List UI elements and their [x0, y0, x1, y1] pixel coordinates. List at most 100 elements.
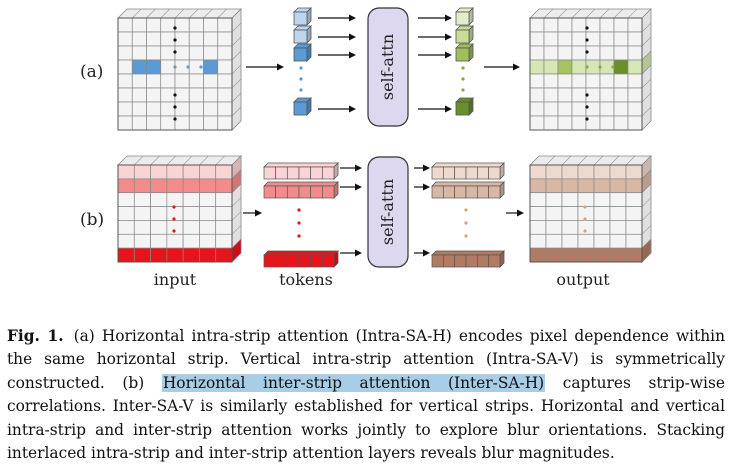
b-output-side-line: [641, 211, 652, 221]
b-token-in-strip-cell: [321, 166, 335, 180]
b-output-dot: [583, 229, 587, 233]
a-input-cell: [117, 101, 133, 117]
a-output-cell: [613, 59, 629, 75]
a-input-cell: [146, 31, 162, 47]
a-input-cell: [117, 17, 133, 33]
b-input-cell: [182, 164, 200, 180]
a-output-cell: [557, 59, 573, 75]
a-input-cell: [203, 59, 219, 75]
a-input-top-line: [203, 8, 213, 19]
b-input-cell: [199, 233, 217, 249]
a-output-cell: [543, 101, 559, 117]
a-output-cell: [543, 87, 559, 103]
a-input-side-line: [231, 64, 242, 75]
a-arrow-in-head: [277, 63, 284, 71]
b-output-top-line: [593, 155, 604, 166]
b-output-cell: [561, 164, 579, 180]
a-input-cell: [131, 115, 147, 131]
b-input-cell: [117, 247, 135, 263]
a-input-top-line: [160, 8, 170, 19]
b-token-out-strip-cell: [488, 166, 501, 180]
caption-text-after: captures strip-wise correlations. Inter-…: [7, 373, 725, 463]
row-a-output-tokens: [455, 7, 474, 116]
b-input-top-face: [117, 155, 242, 166]
b-output-cell: [609, 247, 627, 263]
b-output-top-line: [577, 155, 588, 166]
a-output-cell: [543, 17, 559, 33]
caption-highlighted-text: Horizontal inter-strip attention (Inter-…: [161, 373, 546, 392]
b-input-cell: [150, 206, 168, 221]
a-output-front-border: [529, 17, 643, 131]
a-output-side-line: [641, 92, 652, 103]
b-output-cell: [545, 192, 563, 207]
a-output-cell: [627, 45, 643, 61]
a-output-cell: [627, 101, 643, 117]
b-token-out-strip-cell: [465, 185, 478, 199]
b-token-in-dot: [297, 234, 301, 238]
row-a-self-attn-block: self-attn: [367, 7, 409, 127]
b-input-cell: [182, 206, 200, 221]
a-output-strip-dot: [598, 65, 602, 69]
b-token-out-strip-cell: [476, 166, 490, 180]
b-output-cell: [529, 247, 547, 263]
a-token-out-dot: [461, 88, 465, 92]
b-token-in-strip-cell: [275, 254, 288, 268]
a-input-cell: [203, 101, 219, 117]
b-input-dot: [172, 217, 176, 221]
a-token-out: [455, 47, 470, 62]
a-arrow-out-head: [513, 63, 520, 71]
a-output-cell: [613, 73, 629, 89]
a-input-cell: [217, 17, 233, 33]
a-output-cell: [585, 17, 601, 33]
b-token-in-dot: [297, 221, 301, 225]
b-input-cell: [133, 233, 151, 249]
a-input-cell: [203, 115, 219, 131]
b-output-cell: [625, 206, 643, 221]
a-output-side-line: [641, 78, 652, 89]
b-token-out-strip-cell: [431, 166, 444, 180]
b-input-cell: [117, 178, 135, 194]
b-input-cell: [199, 206, 217, 221]
a-token-in: [293, 29, 308, 44]
a-output-cell: [557, 45, 573, 61]
b-input-cell: [215, 192, 233, 207]
a-output-cell: [599, 31, 615, 47]
a-arrow-to-attn-head: [349, 33, 356, 41]
a-output-dot: [585, 93, 589, 97]
a-input-side-line: [231, 106, 242, 117]
row-b-output-cube: [529, 155, 652, 263]
a-arrow-from-attn-head: [445, 33, 452, 41]
b-token-out-strip-cell: [431, 254, 444, 268]
b-token-out-dot: [464, 234, 468, 238]
b-input-top-line: [150, 155, 160, 166]
b-input-cell: [133, 206, 151, 221]
a-output-cell: [599, 17, 615, 33]
a-output-cell: [543, 31, 559, 47]
a-output-cell: [571, 73, 587, 89]
a-input-dot: [173, 38, 177, 42]
b-token-in-strip-cell: [321, 254, 335, 268]
b-token-in-strip-cell: [275, 185, 288, 199]
a-input-side-line: [231, 50, 242, 61]
a-output-side-line: [641, 106, 652, 117]
b-output-cell: [545, 247, 563, 263]
a-output-cell: [529, 101, 545, 117]
caption-figure-label: Fig. 1.: [7, 327, 64, 345]
a-output-cell: [599, 101, 615, 117]
b-input-cell: [199, 220, 217, 235]
a-output-cell: [529, 87, 545, 103]
a-output-cell: [585, 73, 601, 89]
b-input-cell: [150, 247, 168, 263]
a-input-top-line: [217, 8, 227, 19]
row-b-input-cube: [117, 155, 242, 263]
a-input-cell: [174, 101, 190, 117]
b-token-in-strip-top: [263, 181, 339, 187]
b-input-cell: [215, 247, 233, 263]
a-arrow-from-attn-head: [445, 105, 452, 113]
a-output-top-line: [627, 8, 638, 19]
a-output-top-line: [585, 8, 596, 19]
b-token-out-dot: [464, 208, 468, 212]
a-output-cell: [529, 31, 545, 47]
a-input-cell: [146, 45, 162, 61]
b-output-cell: [545, 233, 563, 249]
